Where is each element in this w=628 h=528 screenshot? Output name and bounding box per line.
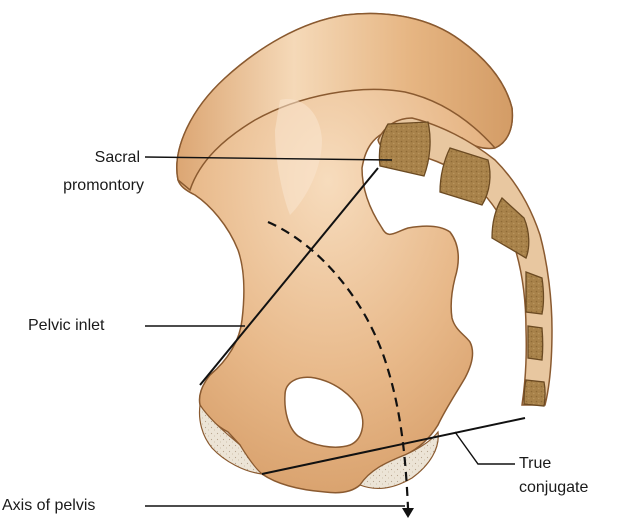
- axis-arrowhead: [402, 508, 414, 518]
- leader-true-conjugate: [455, 432, 515, 464]
- vertebra-s5: [528, 326, 543, 360]
- label-axis-of-pelvis: Axis of pelvis: [2, 496, 95, 516]
- vertebra-s1: [379, 122, 430, 176]
- label-sacral-promontory-line2: promontory: [34, 176, 144, 196]
- label-sacral-promontory-line1: Sacral: [58, 148, 140, 168]
- vertebra-coccyx: [524, 380, 545, 406]
- label-true-conjugate-line2: conjugate: [519, 478, 588, 498]
- label-pelvic-inlet: Pelvic inlet: [28, 316, 104, 336]
- vertebra-s4: [526, 272, 544, 314]
- label-true-conjugate-line1: True: [519, 454, 551, 474]
